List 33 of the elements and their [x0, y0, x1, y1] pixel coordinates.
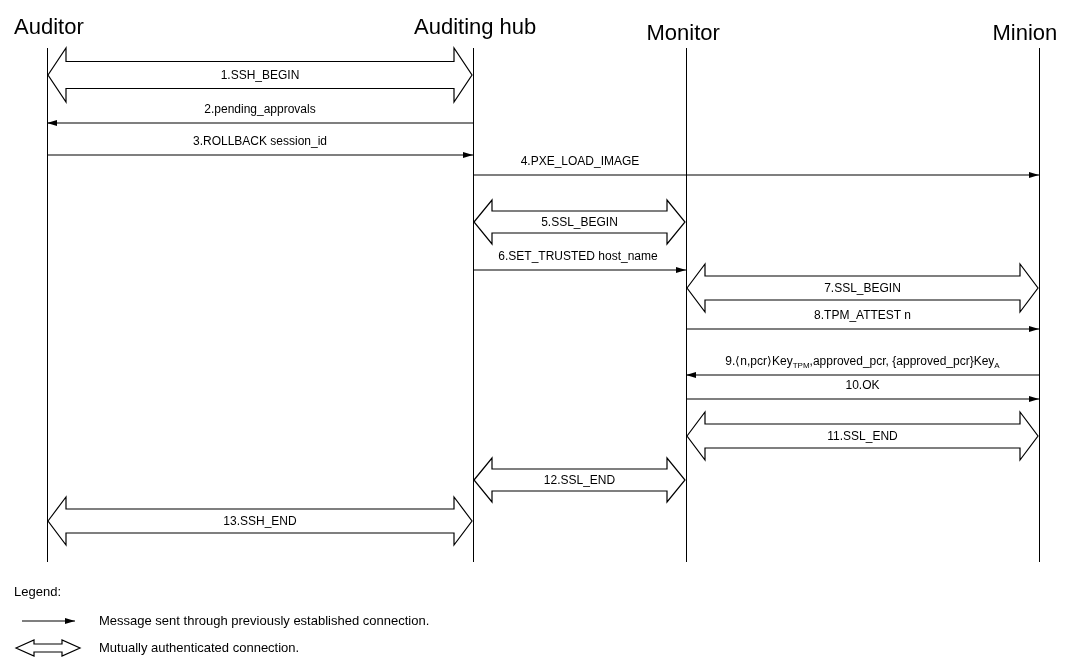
participant-name: Auditing hub [414, 14, 537, 40]
participant-name: Monitor [646, 20, 720, 46]
edge-label: 2.pending_approvals [203, 102, 317, 116]
participant-name: Minion [992, 20, 1058, 46]
edge-label: 7.SSL_BEGIN [823, 281, 902, 295]
double-arrow [47, 495, 473, 547]
arrow [46, 120, 474, 126]
double-arrow [686, 410, 1039, 462]
edge-label: 8.TPM_ATTEST n [813, 308, 912, 322]
edge-label: 3.ROLLBACK session_id [191, 134, 329, 148]
double-arrow [473, 456, 686, 504]
edge-label: 13.SSH_END [222, 514, 298, 528]
edge-label: 9.⟨n,pcr⟩Key$_{TPM}$,approved_pcr, {approved_pcr}Key$_{A}$ [724, 354, 1001, 368]
legend-text: Mutually authenticated connection. [99, 640, 300, 655]
arrow [685, 326, 1040, 332]
legend-text: Message sent through previously established connection. [99, 613, 430, 628]
edge-label: 6.SET_TRUSTED host_name [497, 249, 659, 263]
arrow [472, 267, 687, 273]
legend-title: Legend: [14, 584, 61, 599]
double-arrow [686, 262, 1039, 314]
double-arrow [473, 198, 686, 246]
arrow [472, 172, 1040, 178]
arrow [46, 152, 474, 158]
edge-label: 12.SSL_END [542, 473, 617, 487]
double-arrow [47, 46, 473, 104]
edge-label: 1.SSH_BEGIN [219, 68, 301, 82]
arrow [685, 396, 1040, 402]
arrow [685, 372, 1040, 378]
edge-label: 11.SSL_END [826, 429, 899, 443]
edge-label: 10.OK [844, 378, 881, 392]
edge-label: 4.PXE_LOAD_IMAGE [519, 154, 641, 168]
edge-label: 5.SSL_BEGIN [540, 215, 619, 229]
participant-name: Auditor [14, 14, 84, 40]
